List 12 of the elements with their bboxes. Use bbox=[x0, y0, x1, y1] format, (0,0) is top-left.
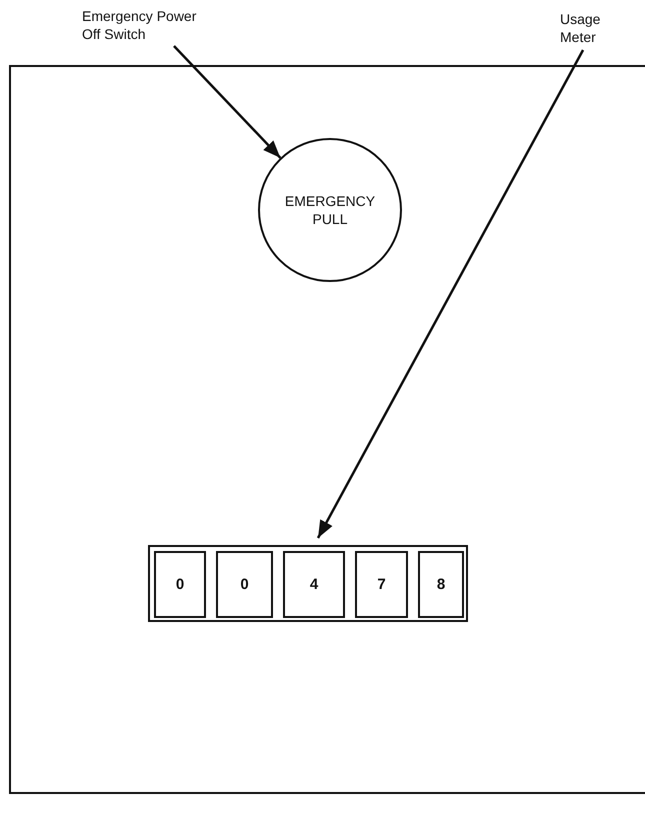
counter-digit: 8 bbox=[418, 551, 464, 618]
emergency-pull-switch bbox=[258, 138, 402, 282]
usage-meter bbox=[148, 545, 468, 622]
leader-arrow bbox=[316, 49, 584, 539]
counter-digit: 7 bbox=[355, 551, 408, 618]
callout-label: Emergency Power Off Switch bbox=[82, 6, 198, 44]
switch-label: EMERGENCY PULL bbox=[284, 192, 376, 228]
counter-digit: 4 bbox=[283, 551, 345, 618]
leader-arrow bbox=[173, 45, 282, 159]
counter-digit: 0 bbox=[154, 551, 206, 618]
counter-digit: 0 bbox=[216, 551, 273, 618]
callout-label: Usage Meter bbox=[560, 10, 602, 46]
